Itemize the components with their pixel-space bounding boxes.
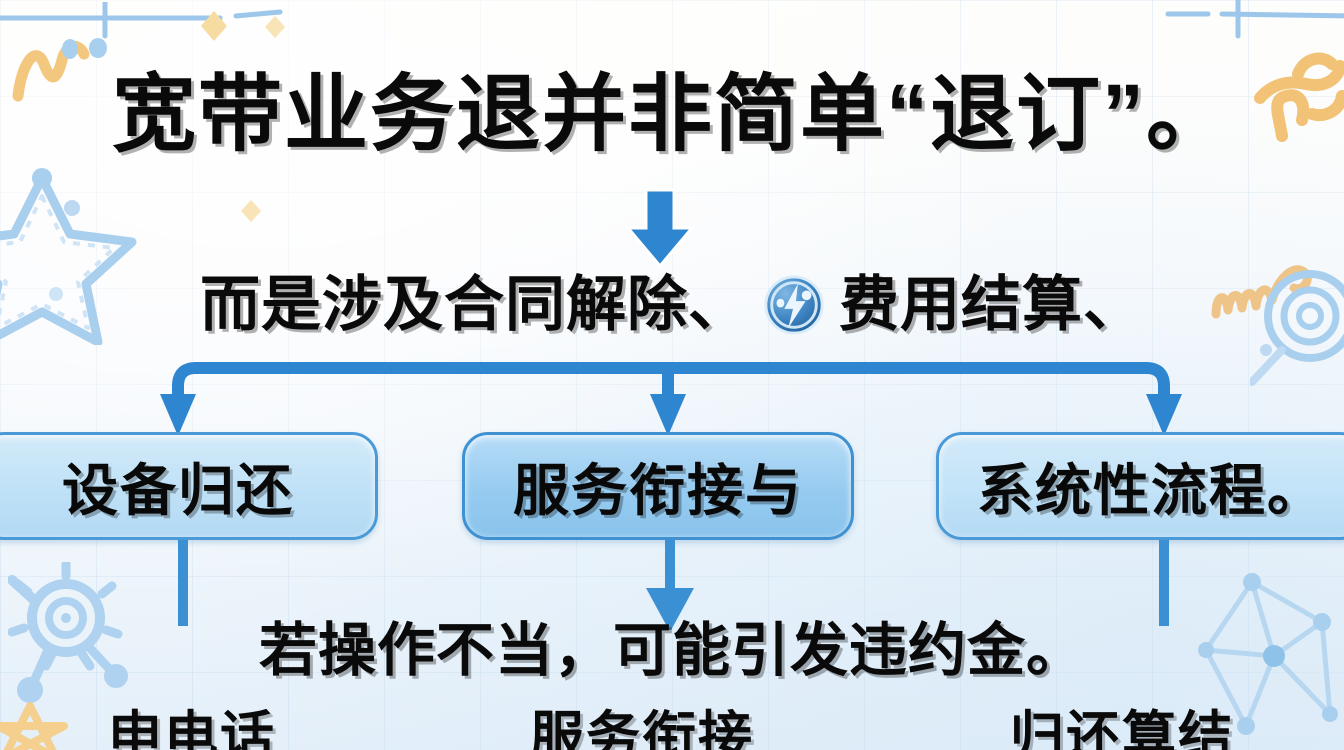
flow-box-row: 设备归还 服务衔接与 系统性流程。 <box>0 432 1344 544</box>
bottom-label-3: 归还算结 <box>1010 708 1234 750</box>
yellow-diamond-doodle <box>241 200 261 222</box>
flow-box-service-transition[interactable]: 服务衔接与 <box>462 432 854 540</box>
lightning-circle-logo-icon <box>764 275 824 335</box>
bottom-label-1: 申电话 <box>108 708 276 750</box>
flow-box-label: 设备归还 <box>62 458 294 522</box>
page-title: 宽带业务退并非简单“退订”。 <box>111 67 1232 161</box>
subtitle-text-after: 费用结算、 <box>839 271 1144 338</box>
bottom-label-2: 服务衔接 <box>530 708 754 750</box>
branch-connector-icon <box>160 362 1182 436</box>
arrow-down-icon <box>624 188 696 268</box>
subtitle-text-before: 而是涉及合同解除、 <box>200 271 749 338</box>
warning-text: 若操作不当，可能引发违约金。 <box>258 618 1085 683</box>
subtitle-line: 而是涉及合同解除、 费用结算、 <box>0 267 1344 343</box>
blue-dashed-line-doodle <box>1165 0 1344 39</box>
flow-box-label: 系统性流程。 <box>977 458 1325 522</box>
flow-box-equipment-return[interactable]: 设备归还 <box>0 432 378 540</box>
flow-box-label: 服务衔接与 <box>513 458 803 522</box>
yellow-diamond-doodle <box>201 11 227 41</box>
flow-box-systematic-process[interactable]: 系统性流程。 <box>936 432 1344 540</box>
bottom-cropped-row: 申电话 服务衔接 归还算结 <box>0 708 1344 750</box>
yellow-diamond-doodle <box>265 16 285 38</box>
blue-dot-doodle <box>62 38 107 59</box>
blue-dashed-line-doodle <box>0 2 283 39</box>
